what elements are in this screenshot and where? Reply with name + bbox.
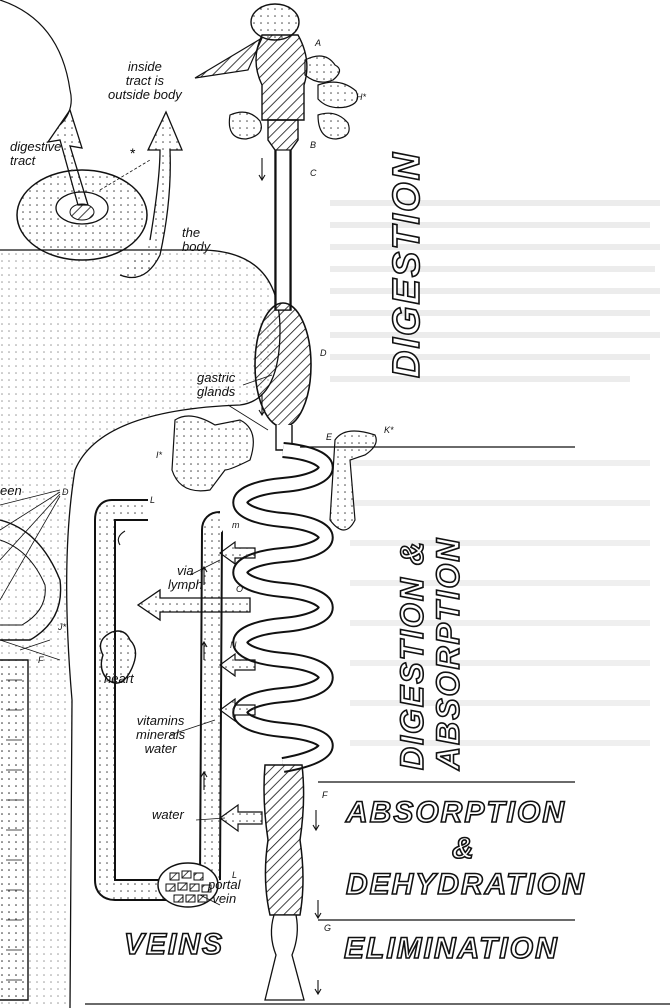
marker-l-portal: L bbox=[232, 870, 237, 880]
gastric-glands-label-line: gastric bbox=[197, 371, 235, 385]
vitamins-label-line: water bbox=[136, 742, 185, 756]
digestion-banner: DIGESTION bbox=[386, 151, 429, 378]
vitamins-label-line: minerals bbox=[136, 728, 185, 742]
the-body-label-line: body bbox=[182, 240, 210, 254]
digestive-tract-label-line: digestive bbox=[10, 140, 61, 154]
the-body-label-line: the bbox=[182, 226, 210, 240]
marker-f-left: F bbox=[38, 655, 44, 665]
portal-vein-label: portal vein bbox=[208, 878, 241, 906]
marker-f: F bbox=[322, 790, 328, 800]
marker-l: L bbox=[150, 495, 155, 505]
marker-m: m bbox=[232, 520, 240, 530]
elimination-banner: ELIMINATION bbox=[344, 932, 559, 966]
portal-vein-label-line: portal bbox=[208, 878, 241, 892]
inset-note-line: inside bbox=[108, 60, 182, 74]
spleen-fragment-label: een bbox=[0, 484, 22, 498]
marker-c: C bbox=[310, 168, 317, 178]
marker-i: I* bbox=[156, 450, 162, 460]
marker-k: K* bbox=[384, 425, 394, 435]
marker-o: O bbox=[236, 584, 243, 594]
water-label: water bbox=[152, 808, 184, 822]
vitamins-label: vitamins minerals water bbox=[136, 714, 185, 756]
svg-text:*: * bbox=[130, 145, 136, 161]
digestion-absorption-banner-1: DIGESTION & bbox=[394, 540, 431, 770]
marker-n: N bbox=[230, 640, 237, 650]
inset-note: inside tract is outside body bbox=[108, 60, 182, 102]
marker-h: H* bbox=[356, 92, 366, 102]
gastric-glands-label: gastric glands bbox=[197, 371, 235, 399]
veins-banner: VEINS bbox=[124, 928, 224, 962]
via-lymph-label-line: lymph bbox=[168, 578, 203, 592]
digestive-tract-label-line: tract bbox=[10, 154, 61, 168]
marker-g: G bbox=[324, 923, 331, 933]
marker-j: J* bbox=[58, 622, 66, 632]
ampersand-banner: & bbox=[452, 832, 476, 866]
marker-e: E bbox=[326, 432, 332, 442]
absorption-banner: ABSORPTION bbox=[346, 796, 566, 830]
gastric-glands-label-line: glands bbox=[197, 385, 235, 399]
inset-note-line: outside body bbox=[108, 88, 182, 102]
vitamins-label-line: vitamins bbox=[136, 714, 185, 728]
dehydration-banner: DEHYDRATION bbox=[346, 868, 586, 902]
background-text-block bbox=[330, 200, 660, 746]
via-lymph-label-line: via bbox=[168, 564, 203, 578]
digestion-absorption-banner-2: ABSORPTION bbox=[430, 537, 467, 770]
marker-d-left: D bbox=[62, 487, 69, 497]
heart-label: heart bbox=[104, 672, 134, 686]
marker-b: B bbox=[310, 140, 316, 150]
inset-note-line: tract is bbox=[108, 74, 182, 88]
marker-a: A bbox=[315, 38, 321, 48]
the-body-label: the body bbox=[182, 226, 210, 254]
marker-d: D bbox=[320, 348, 327, 358]
portal-vein-label-line: vein bbox=[208, 892, 241, 906]
digestive-tract-label: digestive tract bbox=[10, 140, 61, 168]
via-lymph-label: via lymph bbox=[168, 564, 203, 592]
